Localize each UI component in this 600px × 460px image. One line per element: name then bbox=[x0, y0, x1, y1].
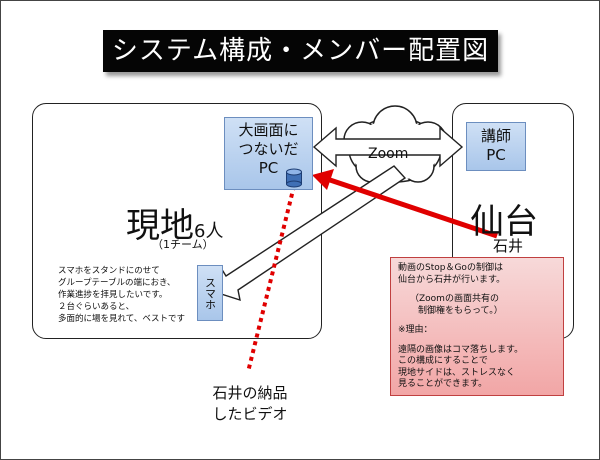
site-genchi-count: 6人 bbox=[194, 221, 224, 242]
genchi-pc-box: 大画面に つないだ PC bbox=[224, 117, 313, 190]
video-label: 石井の納品 したビデオ bbox=[190, 383, 310, 425]
genchi-pc-line: つないだ bbox=[238, 140, 299, 158]
note-line: （Zoomの画面共有の bbox=[410, 294, 499, 304]
zoom-double-arrow bbox=[312, 126, 464, 168]
note-line: 現地サイドは、ストレスなく bbox=[398, 367, 516, 378]
sendai-pc-box: 講師 PC bbox=[466, 122, 526, 171]
database-icon bbox=[286, 168, 302, 188]
smartphone-box: スマホ bbox=[197, 265, 223, 321]
smartphone-note-line: ２台ぐらいあると、 bbox=[58, 302, 135, 312]
smartphone-note-line: グループテーブルの端におき、 bbox=[58, 278, 176, 288]
sendai-pc-line: PC bbox=[486, 146, 506, 164]
ishii-label: 石井 bbox=[493, 237, 524, 255]
note-line: 制御権をもらって。） bbox=[418, 305, 503, 316]
note-line: この構成にすることで bbox=[398, 356, 488, 366]
team-label: （1チーム） bbox=[152, 238, 214, 251]
note-line: 動画のStop＆Goの制御は bbox=[398, 263, 503, 273]
smartphone-note: スマホをスタンドにのせて グループテーブルの端におき、 作業進捗を拝見したいです… bbox=[58, 265, 198, 325]
control-note-box: 動画のStop＆Goの制御は 仙台から石井が行います。 （Zoomの画面共有の … bbox=[390, 257, 564, 396]
genchi-pc-line: 大画面に bbox=[238, 121, 299, 139]
site-genchi-label: 現地6人 bbox=[126, 198, 223, 247]
control-arrowhead bbox=[312, 169, 334, 190]
note-line: ※理由： bbox=[398, 325, 433, 335]
sendai-pc-line: 講師 bbox=[480, 127, 511, 145]
video-label-line: 石井の納品 bbox=[212, 384, 288, 402]
genchi-pc-line: PC bbox=[258, 159, 279, 177]
control-arrow bbox=[329, 177, 498, 239]
smartphone-note-line: 作業進捗を拝見したいです。 bbox=[58, 290, 168, 300]
note-line: 遠隔の画像はコマ落ちします。 bbox=[398, 344, 524, 355]
site-sendai-label: 仙台 bbox=[470, 202, 538, 242]
note-line: 見ることができます。 bbox=[398, 379, 488, 389]
note-line: 仙台から石井が行います。 bbox=[398, 274, 506, 285]
site-genchi-name: 現地 bbox=[126, 206, 194, 246]
video-label-line: したビデオ bbox=[212, 405, 288, 423]
zoom-label: Zoom bbox=[368, 146, 409, 162]
smartphone-note-line: 多面的に場を見れて、ベストです bbox=[58, 314, 185, 324]
smartphone-note-line: スマホをスタンドにのせて bbox=[58, 266, 160, 276]
page-title: システム構成・メンバー配置図 bbox=[103, 30, 498, 72]
